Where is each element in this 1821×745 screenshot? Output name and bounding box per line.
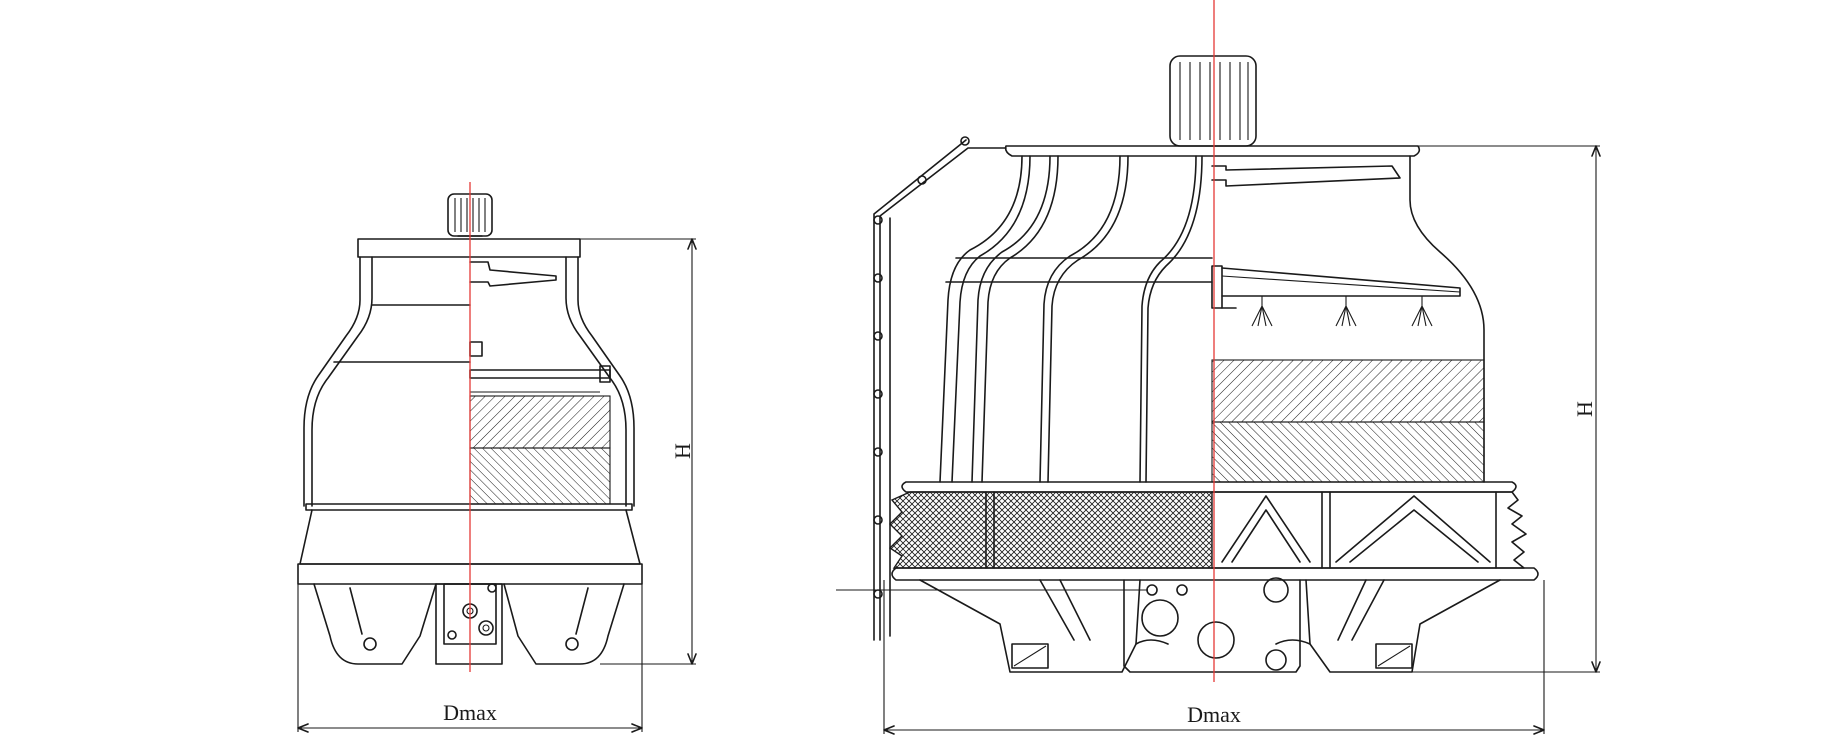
large-pipe-connections [1141, 577, 1289, 671]
large-basin-rim [891, 567, 1539, 581]
large-foot-left [1011, 643, 1049, 669]
large-inlet-frame [1211, 491, 1527, 569]
small-spray-arm [469, 261, 557, 287]
large-fill-lower [1211, 421, 1485, 483]
large-fill-upper [1211, 359, 1485, 423]
small-base-ring [305, 503, 633, 511]
small-height-dimension [580, 238, 697, 665]
large-spray-nozzles [1251, 296, 1433, 327]
large-shell-left [939, 155, 1203, 483]
small-top-rim [357, 238, 581, 258]
small-height-label: H [670, 443, 695, 459]
large-base-ring [901, 481, 1517, 493]
large-width-dimension [883, 580, 1545, 735]
large-width-label: Dmax [1187, 702, 1241, 727]
small-width-label: Dmax [443, 700, 497, 725]
large-basin [919, 579, 1501, 673]
large-shell-right [1409, 155, 1485, 483]
large-height-dimension [1412, 145, 1601, 673]
small-legs [313, 583, 625, 665]
small-tower: H Dmax [297, 182, 697, 733]
small-body-shell [311, 256, 627, 507]
large-ladder [873, 136, 1007, 641]
large-tower: H Dmax [836, 0, 1601, 735]
large-top-rim [1004, 145, 1421, 157]
large-fan-blade [1211, 165, 1401, 187]
small-fill-upper [469, 395, 611, 449]
large-air-inlet-louvre [888, 491, 1213, 569]
small-width-dimension [297, 584, 643, 733]
small-fill-lower [469, 447, 611, 505]
large-distribution-header [1211, 265, 1461, 309]
small-outlet-bracket [435, 583, 503, 665]
large-motor [1169, 55, 1257, 147]
large-foot-right [1375, 643, 1413, 669]
large-height-label: H [1572, 401, 1597, 417]
